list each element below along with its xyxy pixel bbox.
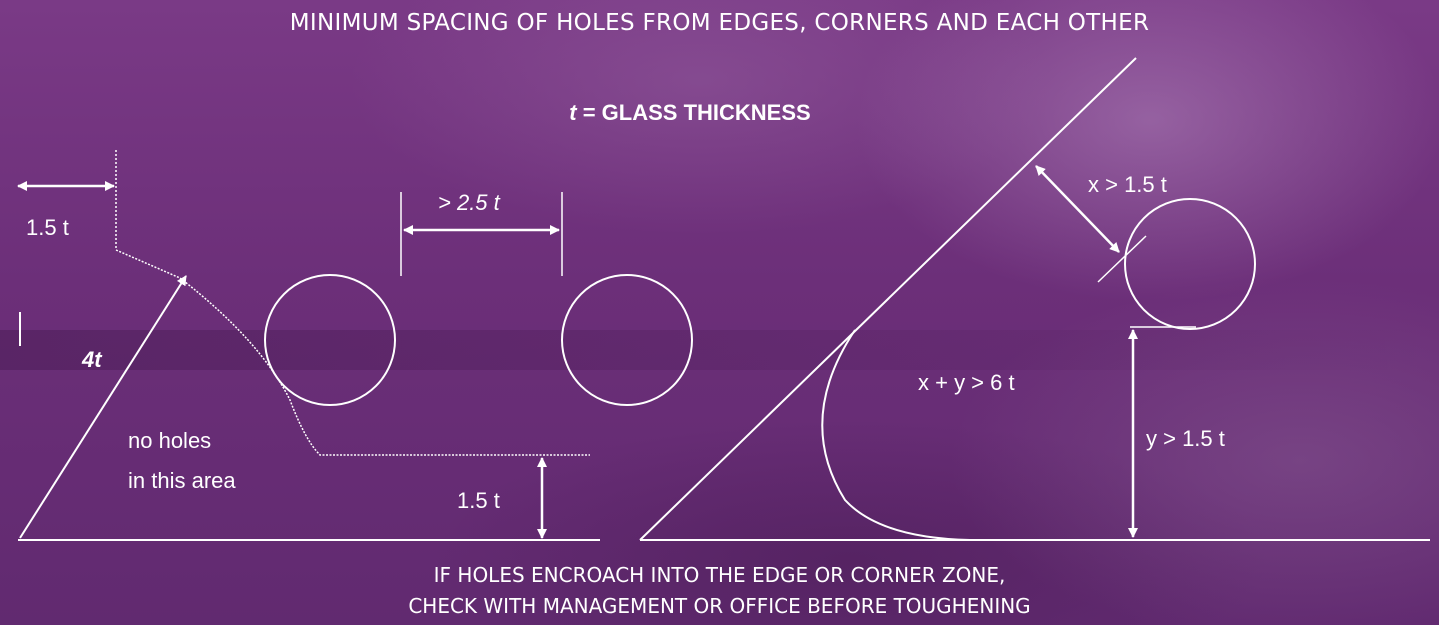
corner-radius-label: 4t (81, 347, 103, 372)
hole-circle-b (561, 274, 693, 406)
hole-tangent-tick (1097, 235, 1147, 283)
right-panel: x > 1.5 t y > 1.5 t x + y > 6 t (639, 57, 1430, 541)
definition-text: t = GLASS THICKNESS (569, 100, 810, 125)
footer-line-2: CHECK WITH MANAGEMENT OR OFFICE BEFORE T… (408, 594, 1031, 618)
hole-circle-a (264, 274, 396, 406)
bottom-offset-label: 1.5 t (457, 488, 500, 513)
page-title: MINIMUM SPACING OF HOLES FROM EDGES, COR… (289, 10, 1150, 36)
corner-fillet-curve (821, 329, 971, 541)
corner-diagonal-edge (639, 57, 1137, 541)
no-holes-label-line1: no holes (128, 428, 211, 453)
corner-zone-boundary (115, 249, 590, 456)
hole-circle-c (1124, 198, 1256, 330)
middle-panel: > 2.5 t (264, 190, 693, 406)
definition-rest: = GLASS THICKNESS (577, 100, 811, 125)
footer-line-1: IF HOLES ENCROACH INTO THE EDGE OR CORNE… (433, 563, 1006, 587)
no-holes-label-line2: in this area (128, 468, 236, 493)
diagonal-offset-arrow (1035, 165, 1120, 253)
corner-radius-arrow (19, 275, 187, 539)
edge-offset-label: 1.5 t (26, 215, 69, 240)
vertical-offset-label: y > 1.5 t (1146, 426, 1225, 451)
sum-offset-label: x + y > 6 t (918, 370, 1015, 395)
left-panel: 1.5 t 4t no holes in this area 1.5 t (17, 150, 600, 541)
footer-note: IF HOLES ENCROACH INTO THE EDGE OR CORNE… (0, 560, 1439, 622)
background-glass-band (0, 330, 1439, 370)
definition-variable: t (569, 100, 578, 125)
spacing-label: > 2.5 t (438, 190, 501, 215)
diagonal-offset-label: x > 1.5 t (1088, 172, 1167, 197)
